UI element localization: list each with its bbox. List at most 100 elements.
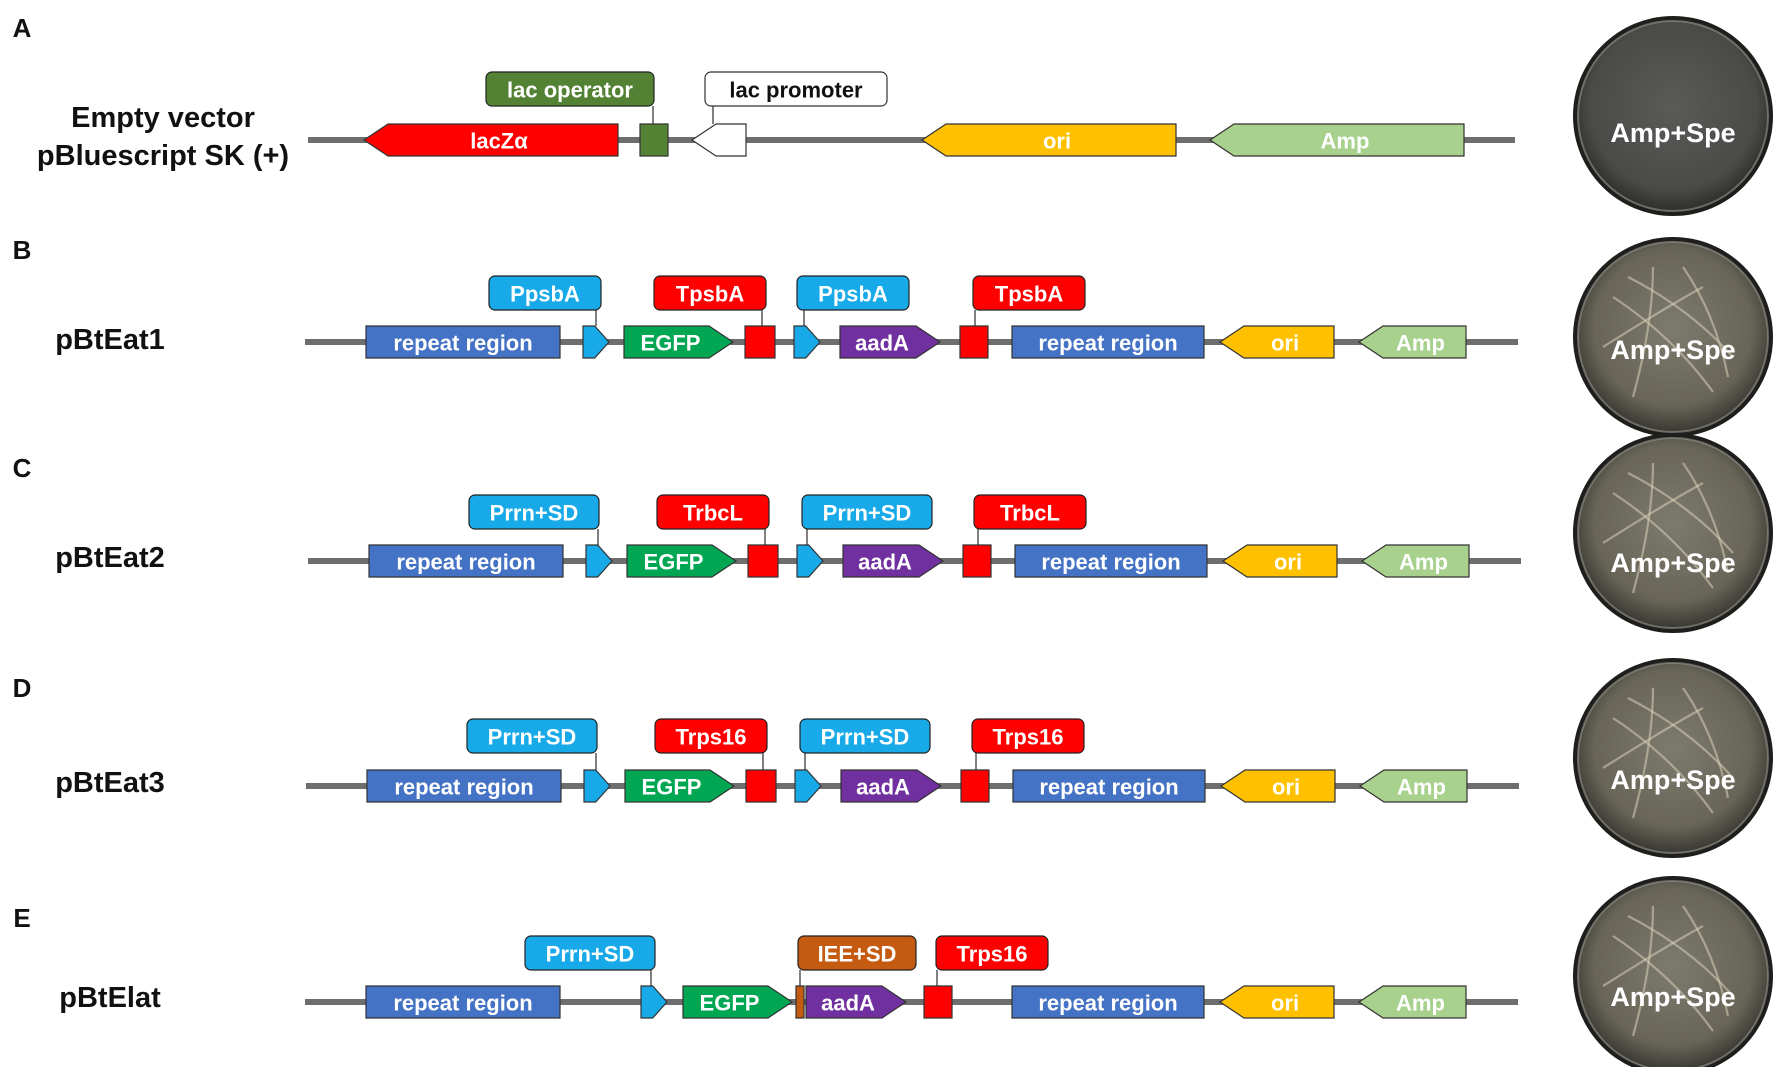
feature-label: Amp (1396, 991, 1445, 1016)
feature-label: EGFP (700, 991, 760, 1016)
callout-label: lac operator (507, 78, 633, 103)
callout-label: TpsbA (995, 282, 1064, 307)
feature-cyan-element (582, 325, 610, 359)
callout-label: PpsbA (510, 282, 580, 307)
plate-label: Amp+Spe (1610, 982, 1735, 1012)
panel-letter: D (13, 673, 32, 703)
colony-streak (1627, 697, 1734, 779)
plate-label: Amp+Spe (1610, 118, 1735, 148)
feature-amp (1357, 325, 1467, 359)
callout-box (971, 718, 1085, 754)
callout-label: Prrn+SD (823, 501, 912, 526)
petri-dish-image: Amp+Spe (1573, 658, 1773, 858)
feature-aada (805, 985, 908, 1019)
feature-label: Amp (1397, 775, 1446, 800)
callout-label: Trps16 (957, 942, 1028, 967)
feature-red-element (745, 769, 777, 803)
feature-egfp (626, 544, 738, 578)
feature-egfp (682, 985, 794, 1019)
feature-cyan-element (793, 325, 821, 359)
colony-streak (1612, 935, 1714, 1032)
callout-box (799, 718, 931, 754)
feature-repeat-region (1014, 544, 1208, 578)
feature-repeat-region (366, 769, 562, 803)
feature-cyan-element (640, 985, 668, 1019)
construct-name: pBtEat1 (55, 324, 165, 356)
feature-red-element (744, 325, 776, 359)
feature-cyan-element (583, 769, 611, 803)
feature-label: Amp (1399, 550, 1448, 575)
colony-streak (1602, 925, 1704, 987)
feature-label: repeat region (1038, 331, 1177, 356)
feature-label: ori (1043, 129, 1071, 154)
feature-cyan-element (585, 544, 613, 578)
feature-amp (1360, 544, 1470, 578)
feature-label: aadA (858, 550, 912, 575)
feature-label: aadA (856, 775, 910, 800)
colony-streak (1602, 707, 1704, 769)
feature-repeat-region (1011, 325, 1205, 359)
callout-box (972, 275, 1086, 311)
callout-label: IEE+SD (818, 942, 897, 967)
feature-repeat-region (368, 544, 564, 578)
colony-streak (1612, 717, 1714, 814)
callout-box (973, 494, 1087, 530)
callout-label: TrbcL (1000, 501, 1060, 526)
feature-amp (1358, 769, 1468, 803)
feature-red-element (962, 544, 992, 578)
feature-egfp (623, 325, 735, 359)
feature-label: Amp (1396, 331, 1445, 356)
feature-label: ori (1272, 775, 1300, 800)
panel-letter: A (13, 13, 32, 43)
callout-label: Prrn+SD (490, 501, 579, 526)
colony-streak (1612, 492, 1714, 589)
colony-streak (1631, 462, 1655, 594)
feature-label: aadA (855, 331, 909, 356)
feature-cyan-element (794, 769, 822, 803)
callout-box (485, 71, 655, 107)
callout-label: Prrn+SD (546, 942, 635, 967)
feature-aada (839, 325, 942, 359)
petri-dish-image: Amp+Spe (1573, 237, 1773, 437)
feature-label: repeat region (396, 550, 535, 575)
callout-box (468, 494, 600, 530)
callout-box (797, 935, 917, 971)
feature-repeat-region (1011, 985, 1205, 1019)
colony-streak (1631, 266, 1655, 398)
feature-repeat-region (1012, 769, 1206, 803)
colony-streak (1631, 905, 1655, 1037)
feature-egfp (624, 769, 736, 803)
callout-box (935, 935, 1049, 971)
colony-streak (1682, 905, 1730, 1017)
callout-box (488, 275, 602, 311)
plate-label: Amp+Spe (1610, 335, 1735, 365)
feature-darkgreen-element (639, 123, 669, 157)
callout-label: TpsbA (676, 282, 745, 307)
feature-label: ori (1271, 331, 1299, 356)
feature-ori (1218, 985, 1335, 1019)
feature-red-element (960, 769, 990, 803)
feature-ori (1219, 769, 1336, 803)
callout-box (654, 718, 768, 754)
panel-letter: B (13, 235, 32, 265)
construct-name: Empty vector (71, 102, 255, 134)
petri-dish-image: Amp+Spe (1573, 16, 1773, 216)
callout-label: lac promoter (729, 78, 863, 103)
callout-box (704, 71, 888, 107)
callout-box (656, 494, 770, 530)
feature-repeat-region (365, 985, 561, 1019)
plate-label: Amp+Spe (1610, 548, 1735, 578)
colony-streak (1627, 915, 1734, 997)
feature-label: repeat region (394, 775, 533, 800)
feature-ori (1221, 544, 1338, 578)
feature-lacz- (362, 123, 619, 157)
construct-name: pBluescript SK (+) (37, 140, 289, 172)
feature-red-element (959, 325, 989, 359)
plate-label: Amp+Spe (1610, 765, 1735, 795)
feature-label: repeat region (393, 991, 532, 1016)
